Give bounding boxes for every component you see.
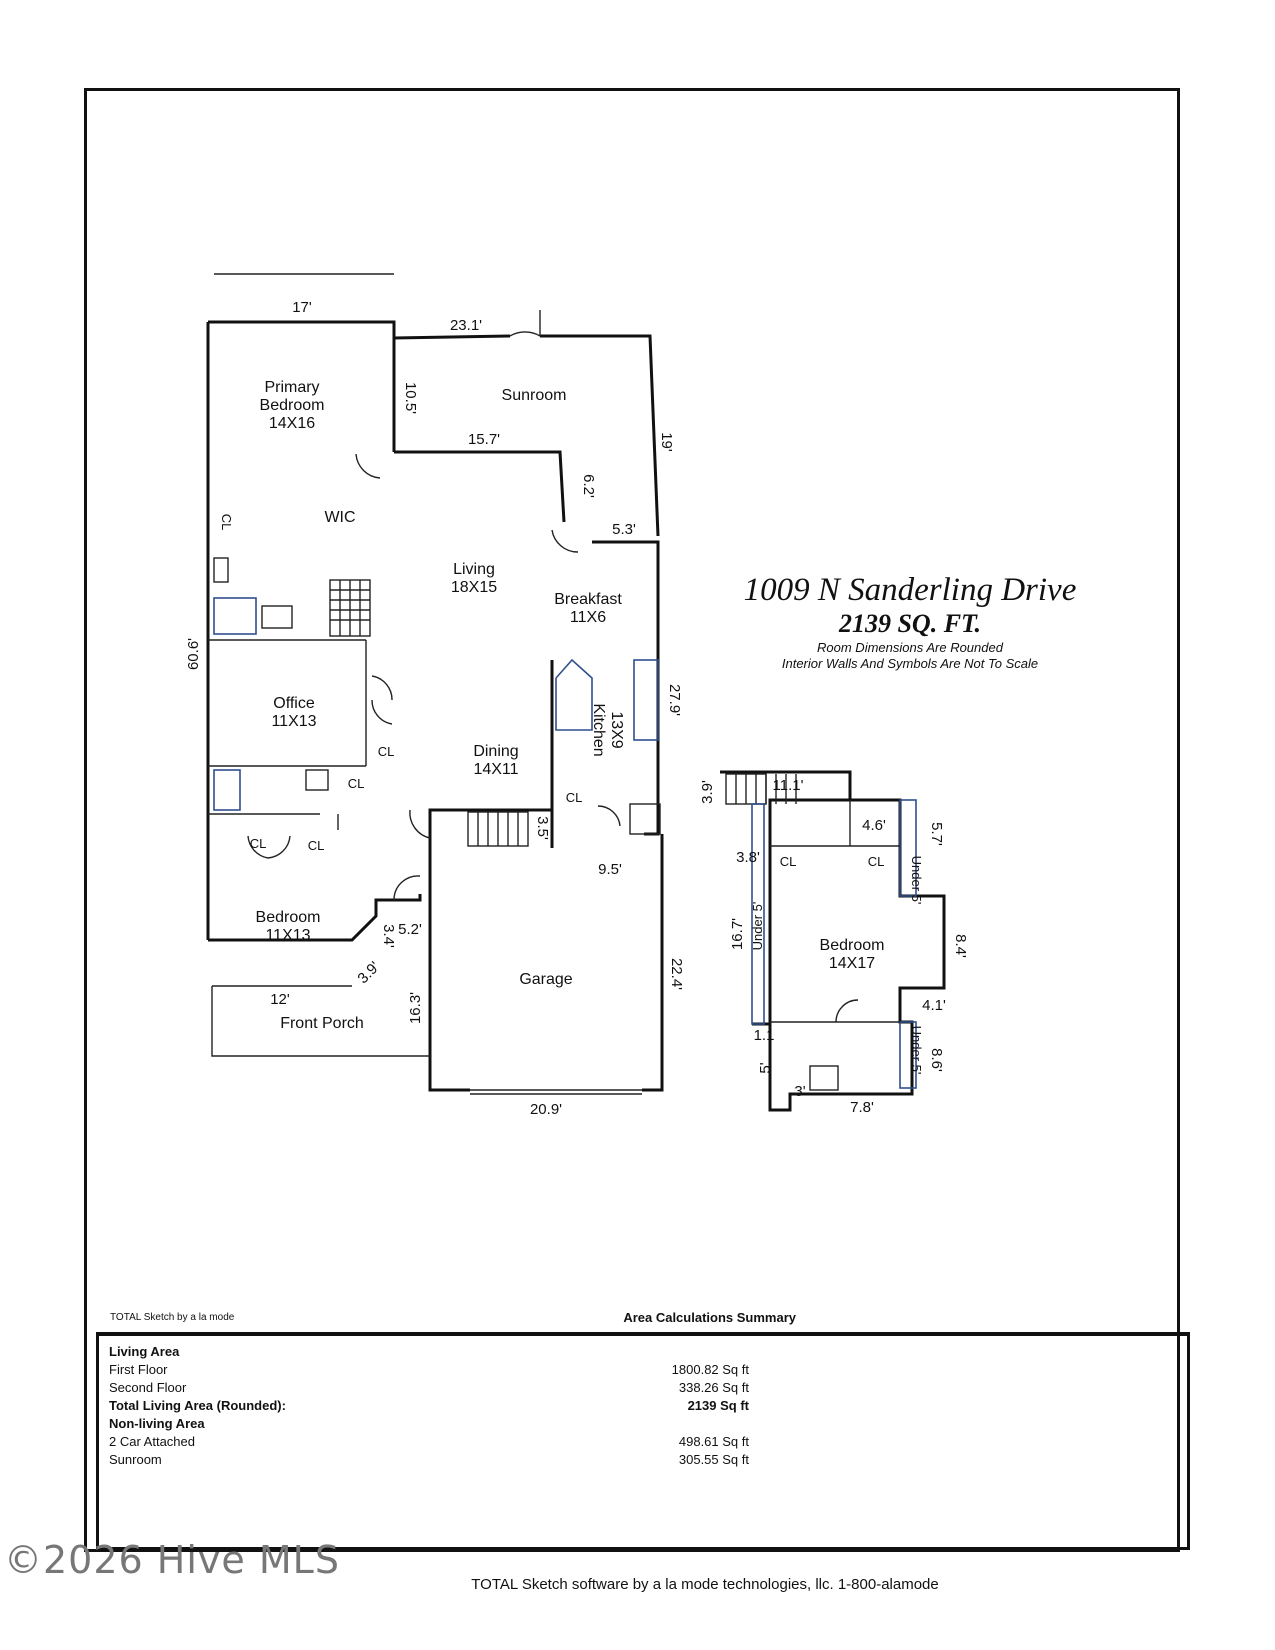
dim-19: 19': [658, 432, 675, 452]
dim-27-9: 27.9': [666, 684, 683, 716]
dim-6-2: 6.2': [580, 474, 597, 498]
property-address: 1009 N Sanderling Drive: [743, 572, 1077, 608]
summary-table: Living Area First Floor 1800.82 Sq ft Se…: [96, 1332, 1190, 1550]
summary-row: 2 Car Attached 498.61 Sq ft: [109, 1434, 749, 1452]
closet-label: CL: [348, 776, 365, 791]
dim-4-1: 4.1': [922, 997, 946, 1014]
room-bedroom-2-size: 14X17: [829, 955, 875, 972]
under-5-label: Under 5': [750, 902, 765, 951]
dim-9-5: 9.5': [598, 861, 622, 878]
summary-row: Non-living Area: [109, 1416, 749, 1434]
note-not-to-scale: Interior Walls And Symbols Are Not To Sc…: [781, 656, 1039, 671]
dim-11-1: 11.1': [773, 777, 804, 794]
under-5-label: Under 5': [909, 1026, 924, 1075]
summary-value: 305.55 Sq ft: [678, 1452, 749, 1467]
summary-title: Area Calculations Summary: [623, 1310, 796, 1325]
dim-10-5: 10.5': [402, 382, 419, 414]
dim-3-4: 3.4': [380, 924, 397, 948]
title-block: 1009 N Sanderling Drive 2139 SQ. FT. Roo…: [700, 572, 1120, 672]
dim-5: 5': [757, 1062, 774, 1073]
dim-3-8: 3.8': [736, 849, 760, 866]
closet-label: CL: [219, 514, 234, 531]
room-bedroom-1-name: Bedroom: [256, 909, 321, 926]
closet-label: CL: [868, 854, 885, 869]
dim-4-6: 4.6': [862, 817, 886, 834]
dim-16-3: 16.3': [407, 992, 424, 1024]
room-office-name: Office: [273, 695, 315, 712]
sketch-label: TOTAL Sketch by a la mode: [110, 1312, 235, 1323]
closet-label: CL: [378, 744, 395, 759]
room-kitchen-name: Kitchen: [590, 703, 607, 756]
summary-label: Second Floor: [109, 1380, 187, 1395]
room-wic: WIC: [324, 509, 355, 526]
room-primary-bedroom-name: Primary: [264, 379, 319, 396]
dim-5-7: 5.7': [928, 822, 945, 846]
room-dining-name: Dining: [473, 743, 518, 760]
fireplace-hatch: [330, 580, 370, 636]
room-front-porch: Front Porch: [280, 1015, 364, 1032]
summary-label: Sunroom: [109, 1452, 162, 1467]
dim-5-3: 5.3': [612, 521, 636, 538]
dim-22-4: 22.4': [668, 958, 685, 990]
room-bedroom-2-name: Bedroom: [820, 937, 885, 954]
second-floor-walls: [720, 770, 946, 1112]
watermark: ©2026 Hive MLS: [4, 1538, 340, 1582]
dim-20-9: 20.9': [530, 1101, 562, 1118]
summary-label: Living Area: [109, 1344, 180, 1359]
property-sqft: 2139 SQ. FT.: [838, 609, 982, 638]
summary-value: 2139 Sq ft: [687, 1398, 749, 1413]
summary-value: 338.26 Sq ft: [678, 1380, 749, 1395]
summary-label: First Floor: [109, 1362, 168, 1377]
dim-7-8: 7.8': [850, 1099, 874, 1116]
room-primary-bedroom-size: 14X16: [269, 415, 315, 432]
room-breakfast-size: 11X6: [570, 609, 606, 626]
room-dining-size: 14X11: [473, 761, 518, 778]
footer-credit: TOTAL Sketch software by a la mode techn…: [471, 1576, 939, 1593]
dim-3-5: 3.5': [534, 816, 551, 840]
dimension-labels: 17' 23.1' 10.5' 15.7' 19' 6.2' 5.3' 60.6…: [185, 299, 969, 1118]
summary-value: 1800.82 Sq ft: [671, 1362, 749, 1377]
summary-label: 2 Car Attached: [109, 1434, 195, 1449]
dim-16-7: 16.7': [729, 918, 746, 950]
room-labels: Primary Bedroom 14X16 Sunroom WIC Living…: [219, 379, 924, 1074]
dim-12: 12': [270, 991, 290, 1008]
dim-8-4: 8.4': [952, 934, 969, 958]
room-primary-bedroom-name-2: Bedroom: [260, 397, 325, 414]
dim-3-9b: 3.9': [699, 780, 716, 804]
dim-1-1: 1.1: [754, 1027, 775, 1044]
first-floor-walls: [206, 273, 664, 1095]
dim-3-9: 3.9': [354, 958, 383, 987]
summary-label: Total Living Area (Rounded):: [109, 1398, 286, 1413]
room-bedroom-1-size: 11X13: [265, 927, 310, 944]
room-living-name: Living: [453, 561, 495, 578]
room-garage: Garage: [519, 971, 572, 988]
summary-row: Second Floor 338.26 Sq ft: [109, 1380, 749, 1398]
room-office-size: 11X13: [271, 713, 316, 730]
dim-17: 17': [292, 299, 312, 316]
room-living-size: 18X15: [451, 579, 497, 596]
dim-5-2: 5.2': [398, 921, 422, 938]
summary-value: 498.61 Sq ft: [678, 1434, 749, 1449]
room-sunroom: Sunroom: [502, 387, 567, 404]
drawing-frame: [84, 88, 1180, 1552]
summary-row: Sunroom 305.55 Sq ft: [109, 1452, 749, 1470]
dim-8-6: 8.6': [928, 1048, 945, 1072]
dim-23-1: 23.1': [450, 317, 482, 334]
room-breakfast-name: Breakfast: [554, 591, 622, 608]
dim-3: 3': [794, 1083, 805, 1100]
summary-row: Total Living Area (Rounded): 2139 Sq ft: [109, 1398, 749, 1416]
closet-label: CL: [250, 836, 267, 851]
closet-label: CL: [308, 838, 325, 853]
dim-60-6: 60.6': [185, 638, 202, 670]
summary-row: First Floor 1800.82 Sq ft: [109, 1362, 749, 1380]
summary-label: Non-living Area: [109, 1416, 205, 1431]
under-5-label: Under 5': [909, 856, 924, 905]
closet-label: CL: [780, 854, 797, 869]
note-rounded: Room Dimensions Are Rounded: [817, 640, 1003, 655]
closet-label: CL: [566, 790, 583, 805]
room-kitchen-size: 13X9: [608, 711, 625, 748]
dim-15-7: 15.7': [468, 431, 500, 448]
summary-row: Living Area: [109, 1344, 749, 1362]
